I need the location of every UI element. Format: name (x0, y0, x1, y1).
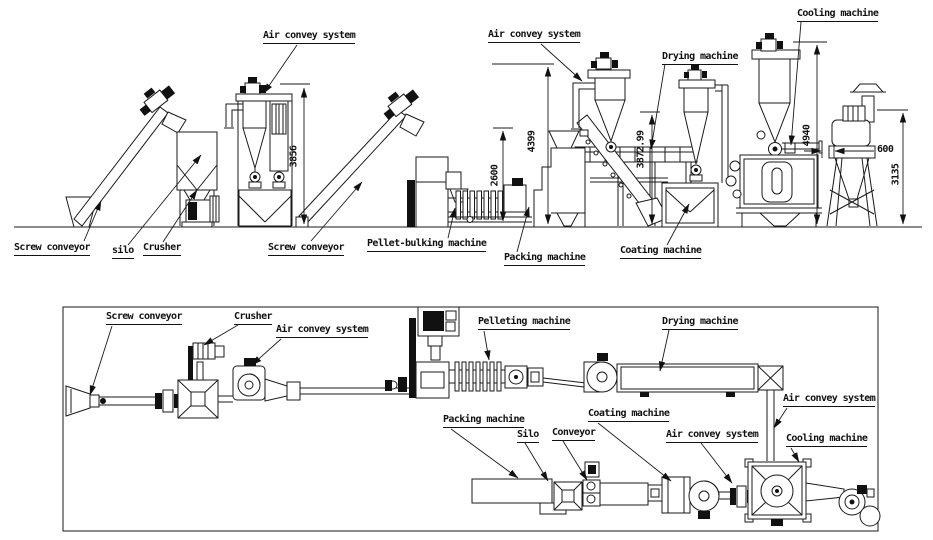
packing-machine-plan (471, 478, 567, 515)
drying-machine-plan (583, 353, 784, 461)
plan-label-crusher: Crusher (234, 311, 273, 325)
label-screw-conveyor-1: Screw conveyor (14, 242, 90, 256)
air-convey-system-2-side (571, 52, 631, 153)
dimension-4940: 4940 (801, 124, 813, 147)
label-air-convey-system-1: Air convey system (263, 30, 356, 44)
dust-collector-side (826, 83, 886, 227)
dimension-3872-99: 3872.99 (635, 130, 647, 169)
dimension-3135: 3135 (890, 163, 902, 186)
plan-label-pelleting-machine: Pelleting machine (478, 316, 571, 330)
label-pellet-bulking-machine: Pellet-bulking machine (367, 238, 487, 252)
plan-label-screw-conveyor: Screw conveyor (106, 311, 182, 325)
air-convey-system-plan-1 (232, 358, 410, 402)
plan-label-packing-machine: Packing machine (443, 414, 525, 428)
plan-label-drying-machine: Drying machine (662, 316, 738, 330)
label-cooling-machine: Cooling machine (797, 8, 879, 22)
plan-label-cooling-machine: Cooling machine (786, 433, 868, 447)
pelleting-machine-plan (385, 306, 587, 399)
dimension-2600: 2600 (489, 164, 501, 187)
cooling-machine-side (725, 33, 823, 227)
plan-view-border (62, 306, 879, 532)
label-packing-machine: Packing machine (504, 252, 586, 266)
coating-machine-side (661, 182, 719, 228)
screw-conveyor-plan (65, 385, 179, 417)
packing-machine-side (533, 130, 586, 228)
dimension-lines (280, 41, 908, 225)
plan-view (62, 306, 881, 532)
conveyor-plan (582, 461, 663, 507)
dimension-600: 600 (877, 144, 894, 155)
label-air-convey-system-2: Air convey system (488, 29, 581, 43)
label-coating-machine: Coating machine (620, 245, 702, 259)
crusher-side (181, 189, 220, 228)
plan-label-air-convey-system-3: Air convey system (783, 393, 876, 407)
label-crusher: Crusher (143, 242, 182, 256)
label-screw-conveyor-2: Screw conveyor (268, 242, 344, 256)
silo-plan (553, 481, 583, 511)
plan-leader-lines (89, 324, 800, 484)
screw-conveyor-1-side (65, 85, 187, 228)
plan-label-air-convey-system-2: Air convey system (666, 429, 759, 443)
side-view (14, 21, 922, 253)
crusher-plan (177, 342, 233, 419)
cooling-machine-plan (744, 458, 881, 527)
dimension-4399: 4399 (526, 130, 538, 153)
plan-label-conveyor: Conveyor (552, 427, 596, 441)
side-leader-lines (83, 21, 802, 253)
air-convey-system-1-side (224, 77, 293, 227)
plan-label-air-convey-system-1: Air convey system (276, 324, 369, 338)
plan-label-silo: Silo (517, 429, 539, 443)
coating-machine-plan (661, 476, 752, 519)
dimension-3856: 3856 (288, 145, 300, 168)
pellet-bulking-machine-side (407, 156, 532, 228)
label-silo: silo (112, 245, 134, 259)
plan-label-coating-machine: Coating machine (588, 408, 670, 422)
label-drying-machine: Drying machine (662, 51, 738, 65)
screw-conveyor-2-side (295, 89, 425, 228)
dryer-cyclone-side (678, 64, 729, 183)
